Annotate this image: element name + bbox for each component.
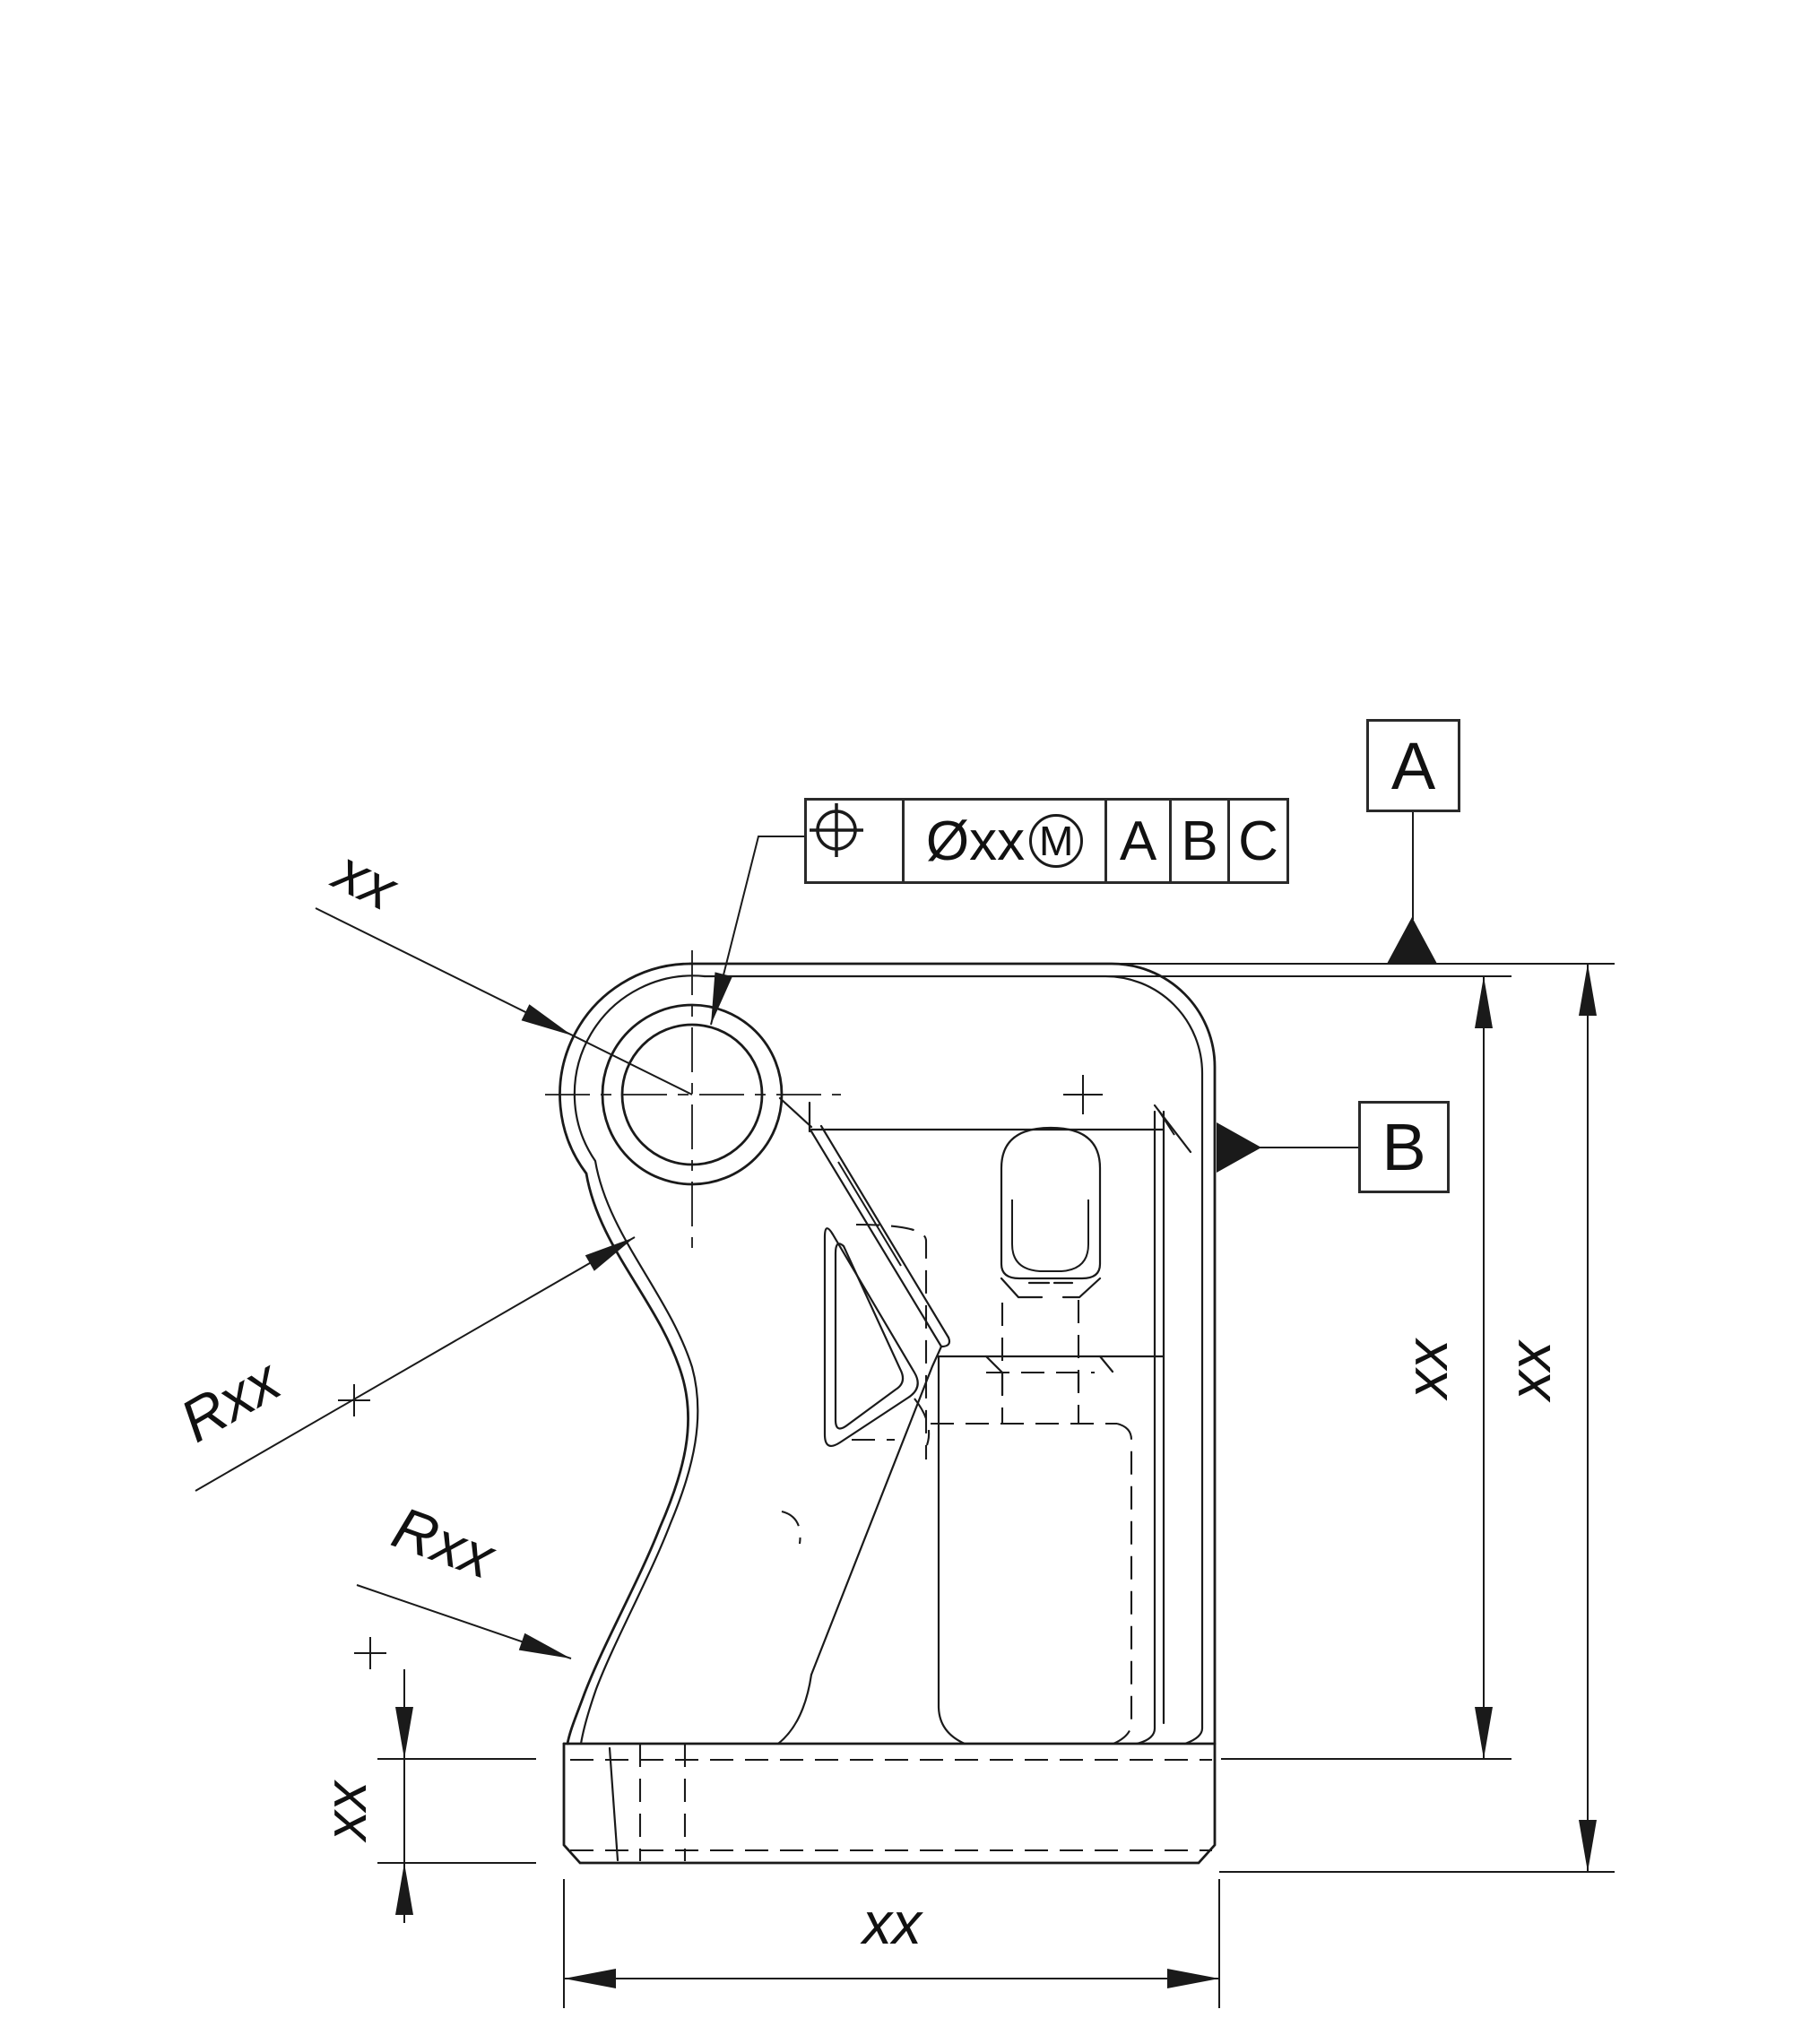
pocket-edges bbox=[810, 1110, 1165, 1745]
dimension-overall-height: xx bbox=[1496, 964, 1597, 1872]
feature-control-frame: Øxx M A B C bbox=[804, 798, 1289, 884]
extension-lines bbox=[377, 963, 1615, 2008]
lower-radius-label: Rxx bbox=[385, 1494, 505, 1591]
tolerance-cell: Øxx M bbox=[902, 801, 1104, 881]
position-symbol-icon bbox=[810, 803, 863, 857]
secondary-datum-cell: B bbox=[1169, 801, 1227, 881]
leader-fcf bbox=[710, 836, 804, 1026]
leader-hole-callout: xx bbox=[315, 836, 693, 1096]
datum-a-flag: A bbox=[1366, 719, 1460, 812]
hole-callout-label: xx bbox=[323, 836, 409, 923]
tertiary-datum-cell: C bbox=[1227, 801, 1286, 881]
leader-lower-radius: Rxx bbox=[354, 1494, 572, 1669]
position-symbol-cell bbox=[807, 801, 902, 881]
bottom-width-label: xx bbox=[860, 1890, 923, 1956]
upper-radius-label: Rxx bbox=[169, 1346, 292, 1455]
slot bbox=[1000, 1126, 1102, 1299]
overall-height-label: xx bbox=[1496, 1339, 1563, 1403]
rib-gusset bbox=[608, 1096, 966, 1862]
base-height-label: xx bbox=[312, 1780, 378, 1843]
inner-height-label: xx bbox=[1393, 1338, 1460, 1401]
surface-tick bbox=[1153, 1104, 1192, 1154]
dimension-base-height: xx bbox=[312, 1669, 413, 1923]
mmc-modifier-icon: M bbox=[1029, 814, 1084, 868]
primary-datum-cell: A bbox=[1104, 801, 1169, 881]
part-outline bbox=[559, 962, 1217, 1865]
datum-b-symbol bbox=[1217, 1122, 1358, 1173]
datum-a-symbol bbox=[1387, 812, 1437, 964]
leader-upper-radius: Rxx bbox=[169, 1236, 636, 1492]
tolerance-value: Øxx bbox=[925, 810, 1026, 872]
triangular-cutout bbox=[823, 1227, 919, 1447]
datum-b-flag: B bbox=[1358, 1101, 1450, 1193]
hole-centerlines bbox=[545, 950, 841, 1250]
hidden-lines bbox=[570, 1223, 1212, 1861]
dimension-inner-height: xx bbox=[1393, 976, 1493, 1759]
dimension-bottom-width: xx bbox=[564, 1890, 1219, 1988]
corner-radius-center-mark bbox=[1063, 1075, 1103, 1114]
